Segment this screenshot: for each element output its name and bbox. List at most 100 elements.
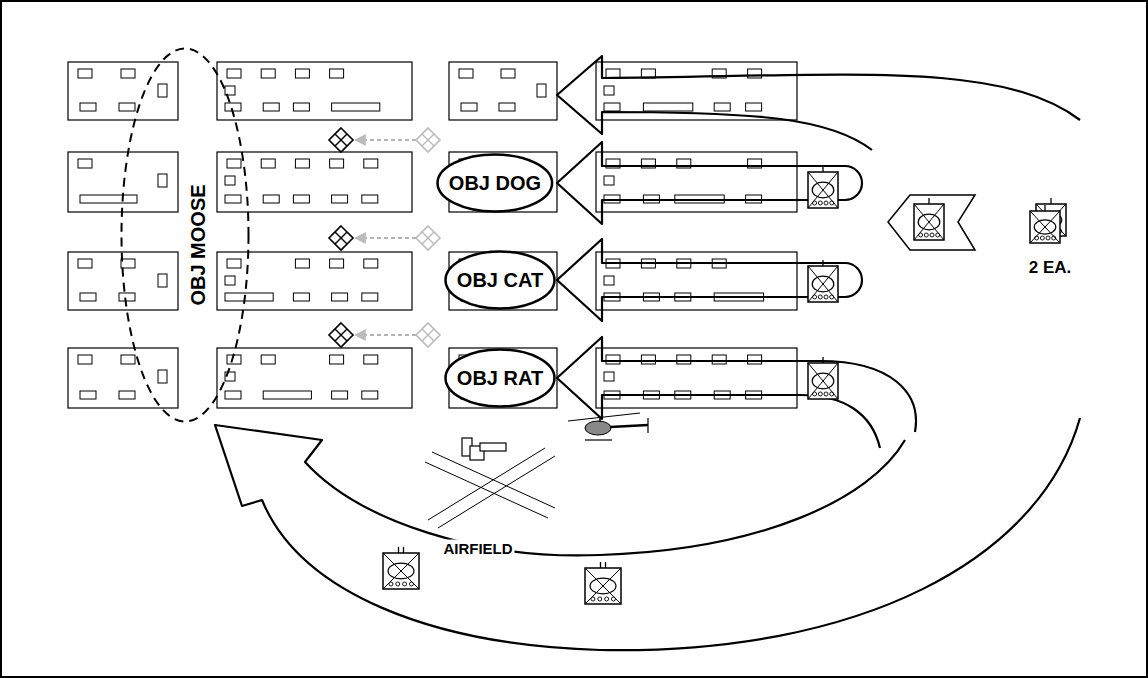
tail-rotor [647, 418, 648, 433]
helicopter-icon [568, 413, 648, 440]
wheel [818, 392, 822, 396]
maneuver-arrow [557, 142, 862, 224]
units [383, 166, 1066, 604]
wheel [813, 295, 817, 299]
building [748, 355, 762, 364]
objective-name: OBJ DOG [449, 172, 541, 194]
wheel [813, 392, 817, 396]
checkpoints [329, 128, 440, 347]
wheel [824, 201, 828, 205]
wheel [598, 597, 602, 601]
building [158, 274, 167, 287]
city-block [596, 348, 797, 408]
building [604, 103, 620, 111]
runway-edge [428, 448, 545, 520]
building [119, 103, 135, 111]
objective-ellipse: OBJ DOG [436, 153, 554, 213]
armor-track [388, 563, 414, 579]
city-block [449, 62, 557, 120]
building [332, 391, 348, 399]
unit-frame [914, 204, 944, 240]
armor-track [590, 578, 616, 594]
checkpoint-symbol [329, 226, 353, 250]
ellipse-outline [120, 47, 250, 423]
wheel [813, 201, 817, 205]
building [121, 355, 135, 364]
building [746, 103, 762, 111]
building [362, 293, 378, 301]
wheel [818, 295, 822, 299]
wheel [1052, 236, 1056, 240]
diamond-outline [416, 323, 440, 347]
echelon-mark [822, 166, 823, 172]
hangar [480, 443, 506, 451]
wheel [1040, 236, 1044, 240]
building [604, 372, 614, 381]
wheel [830, 392, 834, 396]
building [295, 159, 309, 168]
wheel [830, 201, 834, 205]
checkpoint-symbol [329, 128, 353, 152]
building [263, 195, 279, 203]
diamond-grid [422, 232, 434, 244]
airfield-symbol [425, 438, 555, 528]
building [712, 355, 726, 364]
building [119, 391, 135, 399]
city-block [68, 62, 178, 120]
objective-area-dashed: OBJ MOOSE [120, 47, 250, 423]
armor-track [812, 276, 834, 292]
building [501, 69, 515, 78]
helicopter-rotor [568, 413, 640, 421]
echelon-mark [600, 562, 601, 568]
building [604, 276, 614, 285]
building [295, 259, 309, 268]
diamond-grid [335, 329, 347, 341]
echelon-mark [822, 357, 823, 363]
building [78, 355, 92, 364]
wheel [824, 295, 828, 299]
building [227, 69, 241, 78]
diamond-grid [335, 329, 347, 341]
building [158, 174, 167, 187]
infantry-cross [808, 363, 838, 399]
unit-frame [1030, 211, 1060, 243]
building [714, 103, 730, 111]
maneuver-arrow [557, 239, 862, 321]
unit-symbol [1030, 205, 1060, 243]
echelon-mark [398, 547, 399, 553]
building [227, 159, 241, 168]
building [263, 103, 279, 111]
wheel [919, 233, 923, 237]
unit-symbol [383, 547, 419, 589]
diamond-grid [335, 232, 347, 244]
unit-frame [808, 266, 838, 302]
building [604, 86, 614, 95]
city-block [596, 152, 797, 212]
building [261, 159, 275, 168]
objective-name: OBJ RAT [457, 367, 543, 389]
maneuver-arrow [557, 337, 916, 448]
building [332, 293, 348, 301]
building [225, 176, 235, 185]
building [78, 259, 92, 268]
building [606, 355, 620, 364]
wheel [409, 582, 413, 586]
unit-frame [585, 568, 621, 604]
dashed-movement-arrow [355, 139, 416, 141]
unit-symbol [914, 198, 944, 240]
armor-track [812, 373, 834, 389]
maneuver-arrow [215, 418, 1080, 650]
building [499, 103, 515, 111]
checkpoint-symbol [416, 323, 440, 347]
dashed-movement-arrow [355, 334, 416, 336]
helicopter-skid [585, 439, 612, 440]
building [80, 103, 96, 111]
wheel [1046, 236, 1050, 240]
ellipse-shape [438, 155, 553, 212]
building [227, 259, 241, 268]
diamond-grid [422, 329, 434, 341]
wheel [611, 597, 615, 601]
building [263, 391, 311, 399]
unit-symbol [808, 260, 838, 302]
